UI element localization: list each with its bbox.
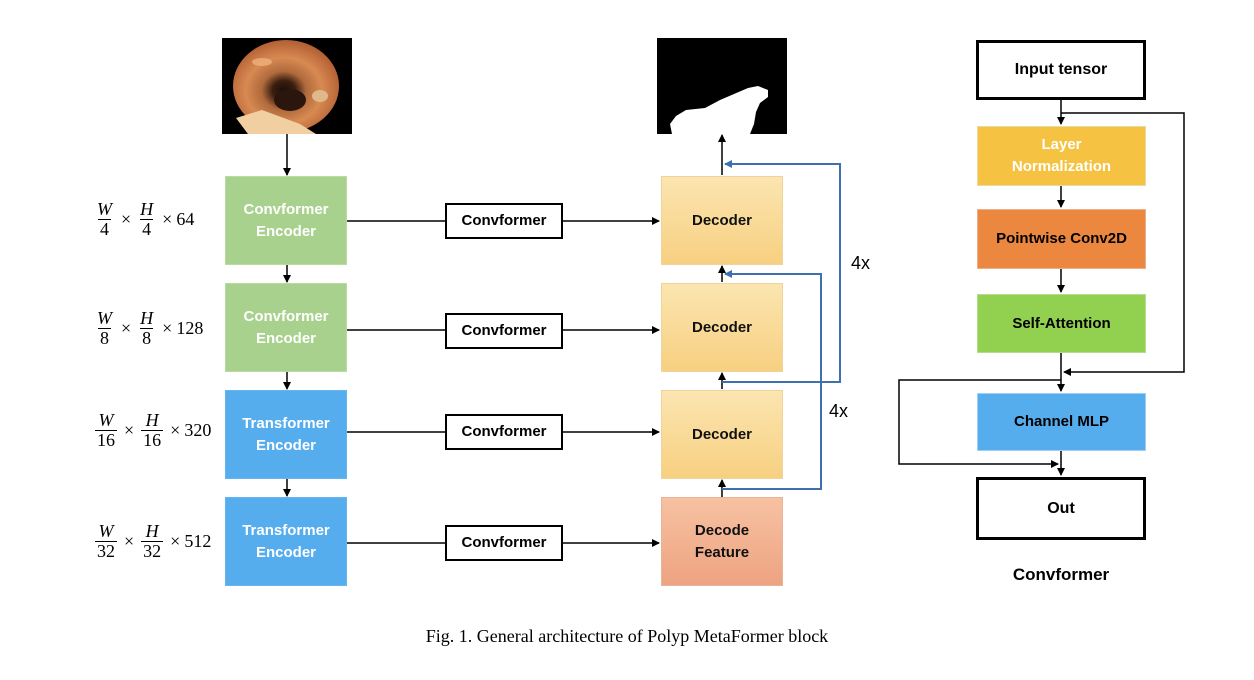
convformer-block-stage4: Convformer [445,525,563,561]
repeat-label-upper: 4x [851,253,871,273]
convformer-block-stage1: Convformer [445,203,563,239]
channel-mlp-block: Channel MLP [977,393,1146,451]
decoder-stage1: Decoder [661,176,783,265]
pointwise-conv2d-block: Pointwise Conv2D [977,209,1146,269]
convformer-block-stage3: Convformer [445,414,563,450]
decoder-stage2: Decoder [661,283,783,372]
self-attention-block: Self-Attention [977,294,1146,353]
input-tensor-block: Input tensor [976,40,1146,100]
repeat-label-lower: 4x [829,401,849,421]
decoder-stage3: Decoder [661,390,783,479]
convformer-block-title: Convformer [1012,565,1110,584]
output-block: Out [976,477,1146,540]
figure-caption: Fig. 1. General architecture of Polyp Me… [425,626,829,646]
convformer-block-stage2: Convformer [445,313,563,349]
segmentation-mask-image [657,38,787,134]
endoscopy-image [222,38,352,134]
